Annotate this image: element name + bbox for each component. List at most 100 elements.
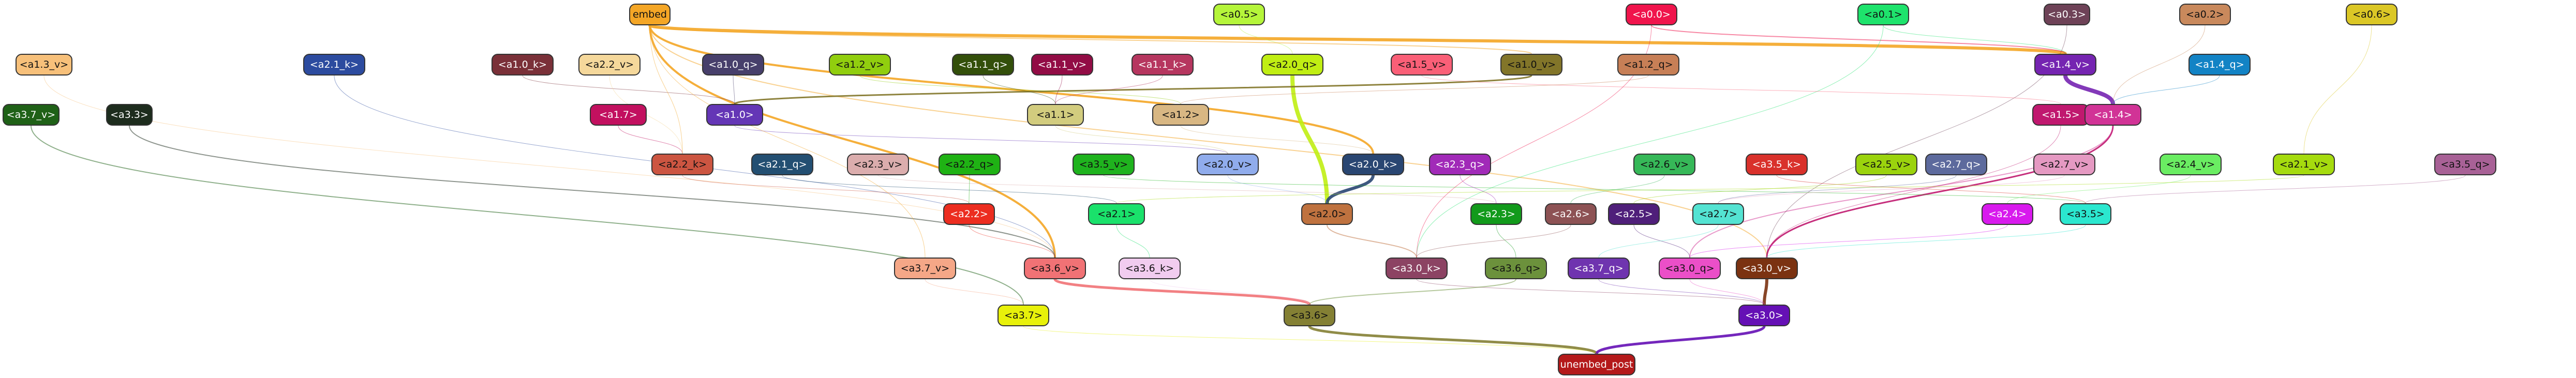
edge-a12q-a12 — [1180, 75, 1649, 104]
edge-a12-a20k — [1180, 125, 1374, 154]
edge-a06-a21v — [2303, 25, 2372, 154]
edge-a20v-a20 — [1227, 175, 1328, 204]
graph-node-a21[interactable]: <a2.1> — [1088, 203, 1145, 225]
graph-node-a20q[interactable]: <a2.0_q> — [1261, 54, 1323, 75]
edge-a14-a30v — [1766, 125, 2114, 258]
graph-node-a36q[interactable]: <a3.6_q> — [1485, 258, 1547, 279]
edge-a10v-a10 — [734, 74, 1532, 105]
graph-node-a24v[interactable]: <a2.4_v> — [2160, 154, 2222, 175]
graph-node-a30[interactable]: <a3.0> — [1738, 305, 1790, 326]
graph-node-a30v[interactable]: <a3.0_v> — [1736, 258, 1798, 279]
graph-node-a12v[interactable]: <a1.2_v> — [829, 54, 891, 75]
edge-a22-a36v — [969, 224, 1055, 258]
edge-a30v-a30 — [1763, 279, 1768, 305]
graph-node-a22q[interactable]: <a2.2_q> — [939, 154, 1001, 175]
graph-node-a27[interactable]: <a2.7> — [1692, 203, 1744, 225]
graph-node-a10[interactable]: <a1.0> — [706, 104, 763, 126]
graph-node-a21v[interactable]: <a2.1_v> — [2273, 154, 2335, 175]
edge-a37q-a30 — [1598, 279, 1765, 305]
edge-a33-a36v — [129, 125, 1055, 258]
graph-node-a22[interactable]: <a2.2> — [943, 203, 995, 225]
edge-embed-a10v — [649, 25, 1532, 54]
graph-node-a26v[interactable]: <a2.6_v> — [1633, 154, 1695, 175]
edge-a27-a37q — [1598, 224, 1719, 258]
edge-a26v-a26 — [1570, 175, 1665, 204]
graph-node-a00[interactable]: <a0.0> — [1626, 4, 1677, 25]
graph-node-a26[interactable]: <a2.6> — [1545, 203, 1597, 225]
graph-node-a11k[interactable]: <a1.1_k> — [1131, 54, 1194, 75]
graph-node-a13v[interactable]: <a1.3_v> — [16, 54, 72, 75]
edge-embed-a37v2 — [649, 25, 926, 258]
graph-node-a36v[interactable]: <a3.6_v> — [1024, 258, 1086, 279]
edge-a01-a14v — [1883, 25, 2066, 54]
graph-node-a05[interactable]: <a0.5> — [1213, 4, 1265, 25]
edge-a11q-a11 — [982, 75, 1056, 104]
graph-node-a03[interactable]: <a0.3> — [2044, 4, 2090, 25]
graph-node-a20[interactable]: <a2.0> — [1301, 203, 1353, 225]
graph-node-a14[interactable]: <a1.4> — [2084, 104, 2141, 126]
graph-node-a37v2[interactable]: <a3.7_v> — [894, 258, 956, 279]
graph-node-a37v[interactable]: <a3.7_v> — [3, 104, 59, 126]
graph-node-a35k[interactable]: <a3.5_k> — [1746, 154, 1808, 175]
graph-node-a12q[interactable]: <a1.2_q> — [1617, 54, 1679, 75]
graph-node-a33[interactable]: <a3.3> — [106, 104, 153, 126]
graph-node-a15[interactable]: <a1.5> — [2032, 104, 2089, 126]
graph-node-a10q[interactable]: <a1.0_q> — [702, 54, 764, 75]
graph-node-a35v[interactable]: <a3.5_v> — [1073, 154, 1135, 175]
graph-node-a17[interactable]: <a1.7> — [590, 104, 647, 126]
graph-node-a25v[interactable]: <a2.5_v> — [1855, 154, 1917, 175]
graph-node-a20k[interactable]: <a2.0_k> — [1342, 154, 1404, 175]
edge-a11-a20v — [1055, 125, 1228, 154]
graph-node-a27v[interactable]: <a2.7_v> — [2033, 154, 2095, 175]
graph-node-a35[interactable]: <a3.5> — [2060, 203, 2111, 225]
edge-a11v-a11 — [1055, 75, 1063, 104]
edge-a14v-a14 — [2063, 75, 2115, 104]
graph-node-a37q[interactable]: <a3.7_q> — [1568, 258, 1630, 279]
graph-node-a20v[interactable]: <a2.0_v> — [1197, 154, 1259, 175]
graph-node-a23q[interactable]: <a2.3_q> — [1429, 154, 1491, 175]
edge-a15v-a15 — [1421, 75, 2061, 104]
edge-a36q-a36 — [1309, 279, 1516, 305]
graph-node-a06[interactable]: <a0.6> — [2346, 4, 2398, 25]
graph-node-a36k[interactable]: <a3.6_k> — [1119, 258, 1181, 279]
edge-a17-a22k — [618, 125, 683, 154]
edge-embed-a14v — [648, 24, 2067, 55]
graph-node-a01[interactable]: <a0.1> — [1857, 4, 1909, 25]
graph-node-embed[interactable]: embed — [629, 4, 671, 25]
edge-a23-a36q — [1496, 224, 1516, 258]
edge-a00-a14v — [1651, 25, 2066, 54]
graph-node-a12[interactable]: <a1.2> — [1152, 104, 1209, 126]
graph-node-a21k[interactable]: <a2.1_k> — [303, 54, 365, 75]
graph-node-a22v[interactable]: <a2.2_v> — [578, 54, 641, 75]
graph-node-a11v[interactable]: <a1.1_v> — [1031, 54, 1093, 75]
graph-node-a30q[interactable]: <a3.0_q> — [1659, 258, 1721, 279]
edge-a35k-a35 — [1776, 175, 2086, 204]
graph-node-unembed[interactable]: unembed_post — [1558, 354, 1635, 375]
graph-node-a11[interactable]: <a1.1> — [1027, 104, 1084, 126]
graph-node-a27q[interactable]: <a2.7_q> — [1925, 154, 1987, 175]
graph-node-a11q[interactable]: <a1.1_q> — [952, 54, 1014, 75]
graph-node-a36[interactable]: <a3.6> — [1284, 305, 1335, 326]
graph-node-a24[interactable]: <a2.4> — [1982, 203, 2033, 225]
graph-node-a02[interactable]: <a0.2> — [2179, 4, 2231, 25]
graph-node-a35q[interactable]: <a3.5_q> — [2434, 154, 2496, 175]
graph-node-a14q[interactable]: <a1.4_q> — [2188, 54, 2251, 75]
edge-a20q-a20 — [1290, 75, 1329, 204]
graph-node-a10k[interactable]: <a1.0_k> — [492, 54, 554, 75]
graph-node-a23[interactable]: <a2.3> — [1470, 203, 1522, 225]
graph-node-a22k[interactable]: <a2.2_k> — [651, 154, 713, 175]
graph-node-a10v[interactable]: <a1.0_v> — [1500, 54, 1562, 75]
edge-a20k-a20 — [1326, 175, 1375, 204]
graph-node-a15v[interactable]: <a1.5_v> — [1391, 54, 1453, 75]
graph-node-a30k[interactable]: <a3.0_k> — [1386, 258, 1448, 279]
graph-node-a14v[interactable]: <a1.4_v> — [2034, 54, 2096, 75]
graph-node-a37[interactable]: <a3.7> — [997, 305, 1049, 326]
edge-a37v-a37 — [31, 125, 1024, 305]
graph-node-a21q[interactable]: <a2.1_q> — [751, 154, 813, 175]
edge-a36-unembed — [1308, 325, 1598, 355]
graph-node-a25[interactable]: <a2.5> — [1608, 203, 1660, 225]
graph-node-a23v[interactable]: <a2.3_v> — [847, 154, 909, 175]
edge-a37v2-a37 — [925, 279, 1024, 305]
edge-a20-a30k — [1327, 224, 1417, 258]
edge-a37-unembed — [1023, 326, 1597, 354]
